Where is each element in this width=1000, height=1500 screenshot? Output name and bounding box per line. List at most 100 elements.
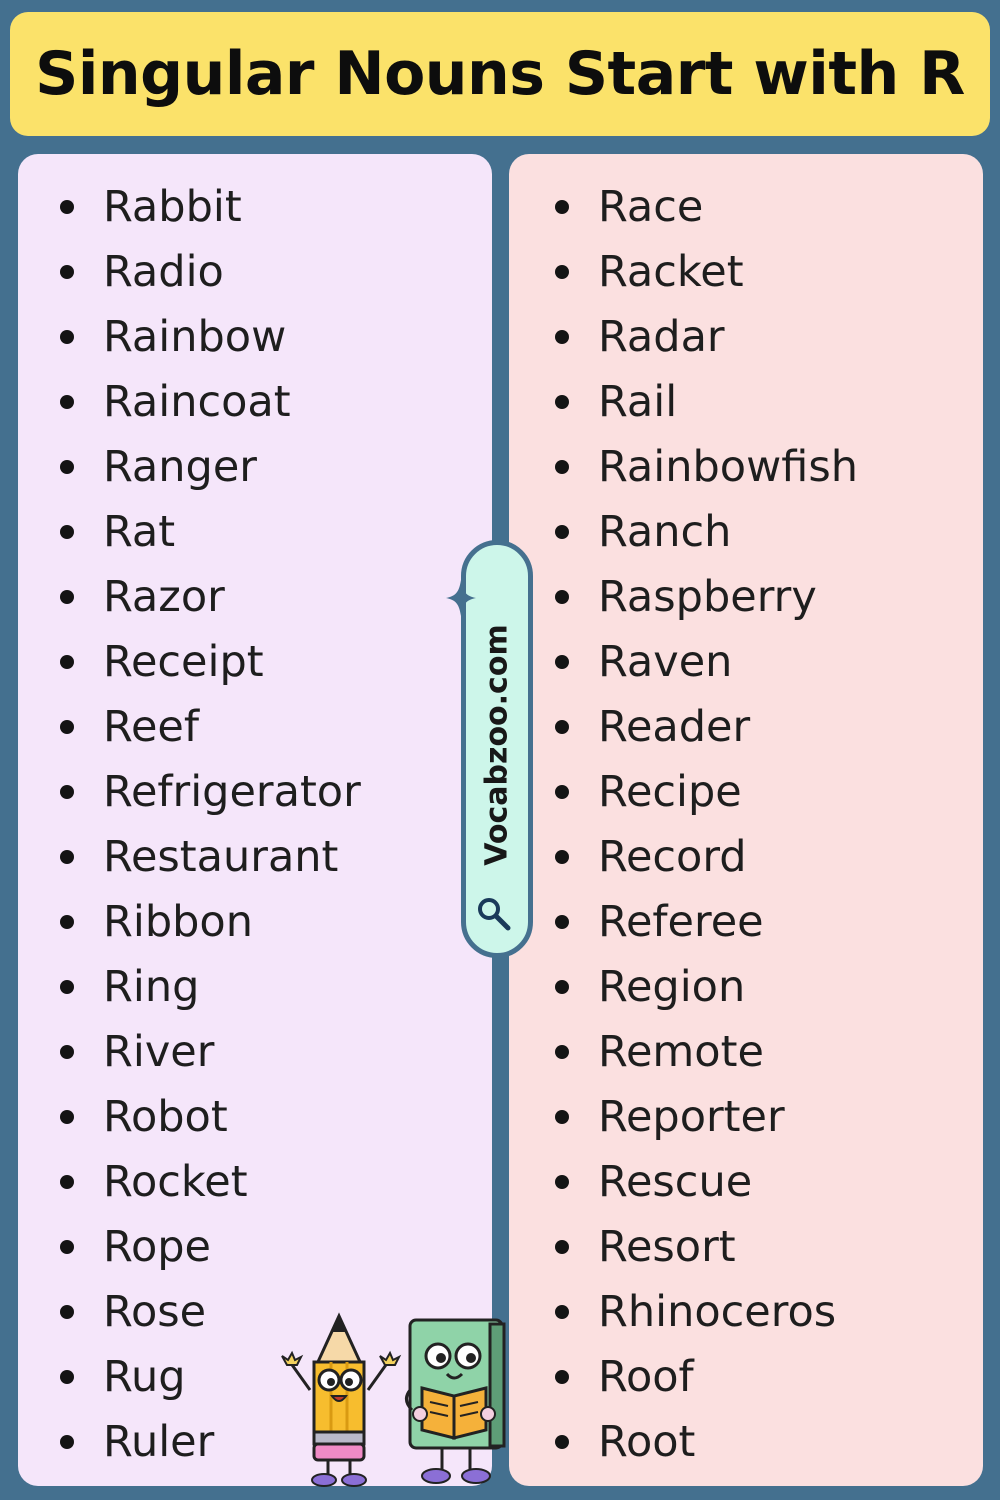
bullet-icon — [60, 1109, 74, 1124]
list-item: Raspberry — [509, 564, 983, 629]
list-item: Recipe — [509, 759, 983, 824]
word-label: Region — [598, 961, 746, 1012]
list-item: Rose — [18, 1279, 492, 1344]
bullet-icon — [555, 1304, 569, 1319]
right-word-panel: Race Racket Radar Rail Rainbowfish Ranch… — [509, 154, 983, 1486]
bullet-icon — [555, 1239, 569, 1254]
bullet-icon — [60, 394, 74, 409]
pencil-mascot — [281, 1312, 402, 1487]
magnifier-icon — [478, 898, 511, 931]
list-item: Rhinoceros — [509, 1279, 983, 1344]
bullet-icon — [60, 329, 74, 344]
list-item: Remote — [509, 1019, 983, 1084]
word-label: Rug — [103, 1351, 186, 1402]
bullet-icon — [60, 1304, 74, 1319]
bullet-icon — [555, 719, 569, 734]
word-label: Raven — [598, 636, 733, 687]
bullet-icon — [60, 199, 74, 214]
word-label: Rat — [103, 506, 176, 557]
word-label: Reef — [103, 701, 199, 752]
list-item: Restaurant — [18, 824, 492, 889]
bullet-icon — [60, 1044, 74, 1059]
bullet-icon — [555, 784, 569, 799]
bullet-icon — [60, 784, 74, 799]
bullet-icon — [555, 264, 569, 279]
website-badge: Vocabzoo.com — [461, 540, 533, 958]
sparkle-icon — [446, 580, 476, 616]
word-label: Racket — [598, 246, 744, 297]
list-item: Reader — [509, 694, 983, 759]
list-item: Rope — [18, 1214, 492, 1279]
left-word-list: Rabbit Radio Rainbow Raincoat Ranger Rat… — [18, 174, 492, 1474]
list-item: Region — [509, 954, 983, 1019]
word-label: Resort — [598, 1221, 736, 1272]
word-label: Ruler — [103, 1416, 215, 1467]
list-item: Root — [509, 1409, 983, 1474]
left-word-panel: Rabbit Radio Rainbow Raincoat Ranger Rat… — [18, 154, 492, 1486]
word-label: Remote — [598, 1026, 764, 1077]
list-item: Rat — [18, 499, 492, 564]
word-label: Race — [598, 181, 704, 232]
bullet-icon — [60, 459, 74, 474]
word-label: Rail — [598, 376, 678, 427]
word-label: Restaurant — [103, 831, 339, 882]
list-item: Raven — [509, 629, 983, 694]
bullet-icon — [555, 979, 569, 994]
bullet-icon — [555, 1109, 569, 1124]
word-label: Raincoat — [103, 376, 291, 427]
bullet-icon — [555, 914, 569, 929]
list-item: Ranger — [18, 434, 492, 499]
list-item: Radio — [18, 239, 492, 304]
word-label: Reporter — [598, 1091, 785, 1142]
list-item: Radar — [509, 304, 983, 369]
bullet-icon — [555, 1174, 569, 1189]
list-item: Reef — [18, 694, 492, 759]
word-label: Raspberry — [598, 571, 817, 622]
bullet-icon — [555, 199, 569, 214]
word-label: Referee — [598, 896, 764, 947]
bullet-icon — [60, 654, 74, 669]
list-item: Rabbit — [18, 174, 492, 239]
bullet-icon — [555, 394, 569, 409]
word-label: Recipe — [598, 766, 742, 817]
bullet-icon — [60, 1174, 74, 1189]
bullet-icon — [60, 1239, 74, 1254]
bullet-icon — [555, 1434, 569, 1449]
list-item: Racket — [509, 239, 983, 304]
word-label: Rhinoceros — [598, 1286, 837, 1337]
word-label: Rocket — [103, 1156, 248, 1207]
list-item: Rail — [509, 369, 983, 434]
bullet-icon — [60, 589, 74, 604]
word-label: Ranch — [598, 506, 732, 557]
word-label: Receipt — [103, 636, 264, 687]
list-item: Refrigerator — [18, 759, 492, 824]
book-mascot — [405, 1318, 506, 1484]
list-item: Rainbow — [18, 304, 492, 369]
word-label: Rainbowfish — [598, 441, 858, 492]
word-label: Rope — [103, 1221, 212, 1272]
list-item: Rescue — [509, 1149, 983, 1214]
bullet-icon — [555, 1044, 569, 1059]
word-label: Record — [598, 831, 747, 882]
mascots-illustration — [281, 1312, 506, 1487]
list-item: River — [18, 1019, 492, 1084]
list-item: Referee — [509, 889, 983, 954]
list-item: Rainbowfish — [509, 434, 983, 499]
word-label: Ribbon — [103, 896, 253, 947]
bullet-icon — [555, 654, 569, 669]
bullet-icon — [60, 849, 74, 864]
bullet-icon — [60, 719, 74, 734]
word-label: Rabbit — [103, 181, 242, 232]
bullet-icon — [555, 1369, 569, 1384]
bullet-icon — [60, 979, 74, 994]
list-item: Record — [509, 824, 983, 889]
list-item: Resort — [509, 1214, 983, 1279]
word-label: Razor — [103, 571, 225, 622]
list-item: Razor — [18, 564, 492, 629]
list-item: Rug — [18, 1344, 492, 1409]
bullet-icon — [60, 264, 74, 279]
list-item: Race — [509, 174, 983, 239]
list-item: Robot — [18, 1084, 492, 1149]
word-label: Rainbow — [103, 311, 287, 362]
page-title: Singular Nouns Start with R — [35, 39, 965, 109]
